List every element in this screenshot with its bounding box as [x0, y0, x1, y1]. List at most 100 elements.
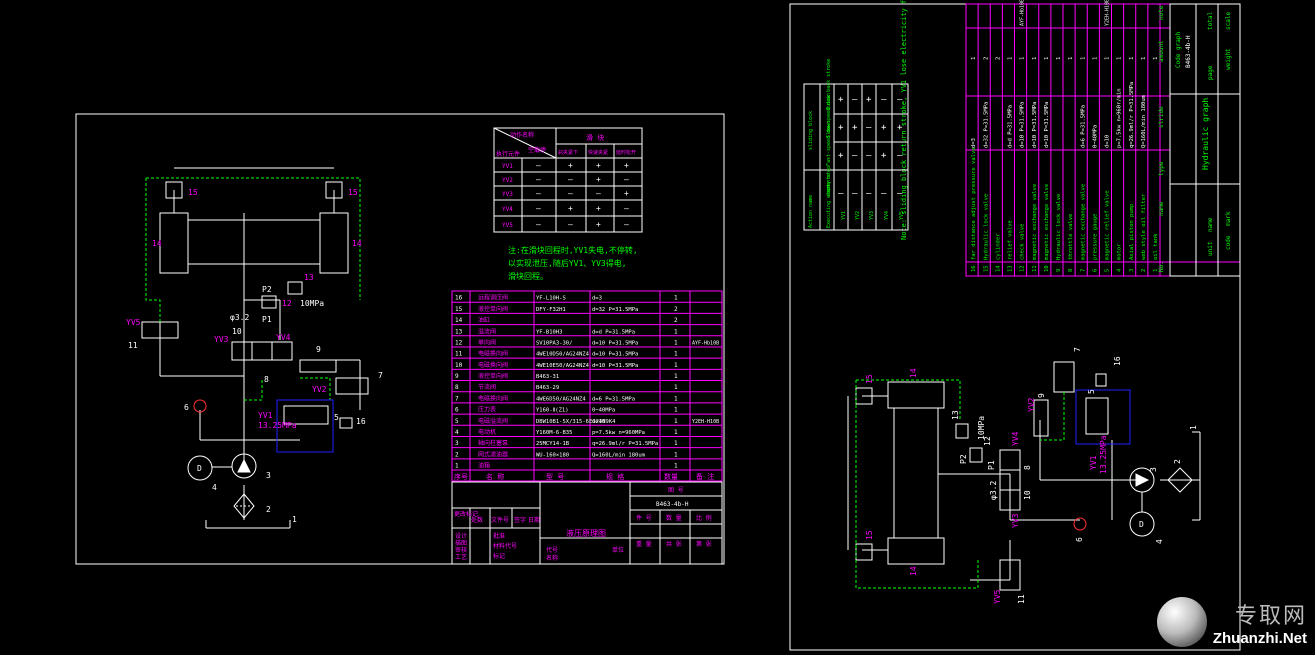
motor-icon — [187, 455, 213, 481]
rot-action-mark: — — [838, 189, 844, 199]
part-no: 8 — [455, 384, 459, 391]
label-13: 13 — [304, 273, 314, 282]
part-name: 电磁换向阀 — [478, 350, 508, 358]
part-model: 4WE10E50/AG24NZ4 — [536, 363, 590, 369]
tb-sign-label: 设计 — [455, 532, 467, 540]
rot-part-spec: d=10 P=31.5MPa — [1020, 102, 1026, 148]
rot-part-spec: d=d P=31.5MPa — [1008, 105, 1014, 148]
part-spec: d=32 P=31.5MPa — [592, 307, 638, 313]
rot-part-no: 14 — [995, 265, 1001, 272]
rot-part-no: 6 — [1092, 269, 1098, 272]
row-cell: + — [624, 189, 629, 198]
check-valve-bottom — [855, 543, 873, 561]
label-motor: D — [197, 464, 202, 473]
label-15b: 15 — [348, 188, 358, 197]
part-spec: p=7.5kw n=960MPa — [592, 430, 645, 436]
rot-part-no: 9 — [1056, 269, 1062, 272]
part-name: 远程调压阀 — [478, 294, 508, 302]
rot-header: stride — [1158, 106, 1165, 128]
label-16: 16 — [356, 417, 366, 426]
row-cell: — — [596, 189, 601, 198]
label-13: 13 — [951, 410, 960, 420]
tb-sign-label: 描图 — [455, 539, 467, 547]
rot-action-mark: + — [852, 123, 858, 133]
part-name: 溢流阀 — [478, 327, 496, 335]
note-line: 注:在滑块回程时,YV1失电,不停转, — [508, 245, 638, 255]
filter-icon — [1167, 467, 1193, 493]
label-9: 9 — [1037, 393, 1046, 398]
rot-header: No. — [1158, 261, 1165, 272]
rot-part-qty: 1 — [1080, 57, 1086, 60]
valve-13 — [955, 423, 969, 439]
corner-top: 动作名称 — [510, 131, 534, 139]
group-head: 滑 块 — [586, 133, 604, 142]
label-yv4: YV4 — [1011, 431, 1020, 446]
part-spec: Q=160L/min 180um — [592, 452, 646, 458]
pilot-line — [146, 177, 361, 300]
row-cell: — — [624, 204, 629, 213]
part-model: 4WE6D50/AG24NZ4 — [536, 396, 586, 402]
parts-table-border — [451, 290, 723, 482]
label-7: 7 — [1073, 347, 1082, 352]
rot-part-name: cylinder — [995, 233, 1001, 260]
pump-arrow — [1135, 473, 1150, 487]
rot-part-spec: d=10 P=31.5MPa — [1032, 102, 1038, 148]
row-cell: — — [568, 189, 573, 198]
rot-part-qty: 2 — [995, 57, 1001, 60]
label-5: 5 — [1087, 389, 1096, 394]
rot-part-spec: d=10 — [1105, 135, 1111, 148]
tb-col: 件 号 — [636, 514, 652, 522]
rot-row: YV1 — [841, 211, 847, 220]
part-no: 11 — [455, 351, 463, 358]
tb-col: 比 例 — [696, 514, 712, 522]
rot-part-qty: 1 — [1056, 57, 1062, 60]
rot-part-qty: 2 — [983, 57, 989, 60]
part-no: 2 — [455, 451, 459, 458]
pressure-gauge-icon — [193, 399, 207, 413]
part-qty: 1 — [674, 384, 678, 391]
part-model: SV10PA3-30/ — [536, 340, 572, 346]
part-name: 电磁换向阀 — [478, 361, 508, 369]
label-10mpa: 10MPa — [977, 416, 986, 440]
part-model: WU-160×180 — [536, 452, 569, 458]
rot-action-mark: — — [897, 189, 903, 199]
row-cell: — — [624, 175, 629, 184]
rot-row: YV2 — [855, 211, 861, 220]
part-spec: d=10 P=31.5MPa — [592, 340, 638, 346]
left-title-block-text: 图 号 B463-4b-H 液压原理图 件 号 数 量 比 例 重 量 共 张 … — [454, 487, 712, 562]
col-2: 延时松开 — [616, 149, 636, 156]
rot-part-no: 5 — [1105, 269, 1111, 272]
tb-code-label: 标记 — [493, 552, 505, 560]
part-qty: 1 — [674, 373, 678, 380]
title-block-border — [451, 481, 723, 565]
part-qty: 1 — [674, 328, 678, 335]
label-14b: 14 — [352, 239, 362, 248]
part-no: 13 — [455, 328, 463, 335]
tb-left-label: 签字 — [514, 516, 526, 524]
rot-label: total — [1207, 12, 1214, 30]
directional-valve-10 — [231, 341, 293, 361]
label-10: 10 — [232, 327, 242, 336]
tb-col: 数 量 — [666, 514, 682, 522]
pilot-line — [856, 379, 961, 420]
part-no: 1 — [455, 463, 459, 470]
tb-bottom: 单位 — [612, 546, 624, 554]
right-note: Note: sliding block return stroke, YV1 l… — [900, 0, 908, 240]
rot-part-name: magnetic relief valve — [1105, 190, 1111, 260]
label-6: 6 — [184, 403, 189, 412]
row-cell: + — [596, 220, 601, 229]
rot-group: sliding block — [808, 111, 814, 150]
rot-part-no: 13 — [1008, 265, 1014, 272]
label-2: 2 — [266, 505, 271, 514]
watermark-en: Zhuanzhi.Net — [1212, 630, 1307, 647]
valve-16 — [1095, 373, 1107, 387]
note-line: 滑块回程。 — [508, 271, 548, 281]
part-no: 12 — [455, 339, 463, 346]
grid — [493, 127, 557, 159]
rot-part-name: motor — [1117, 243, 1123, 260]
row-cell: + — [624, 161, 629, 170]
rot-label: code — [1225, 235, 1232, 250]
rot-action-mark: — — [852, 95, 858, 105]
rot-label: scale — [1225, 12, 1232, 30]
rot-part-name: magnetic exchange valve — [1044, 184, 1050, 260]
